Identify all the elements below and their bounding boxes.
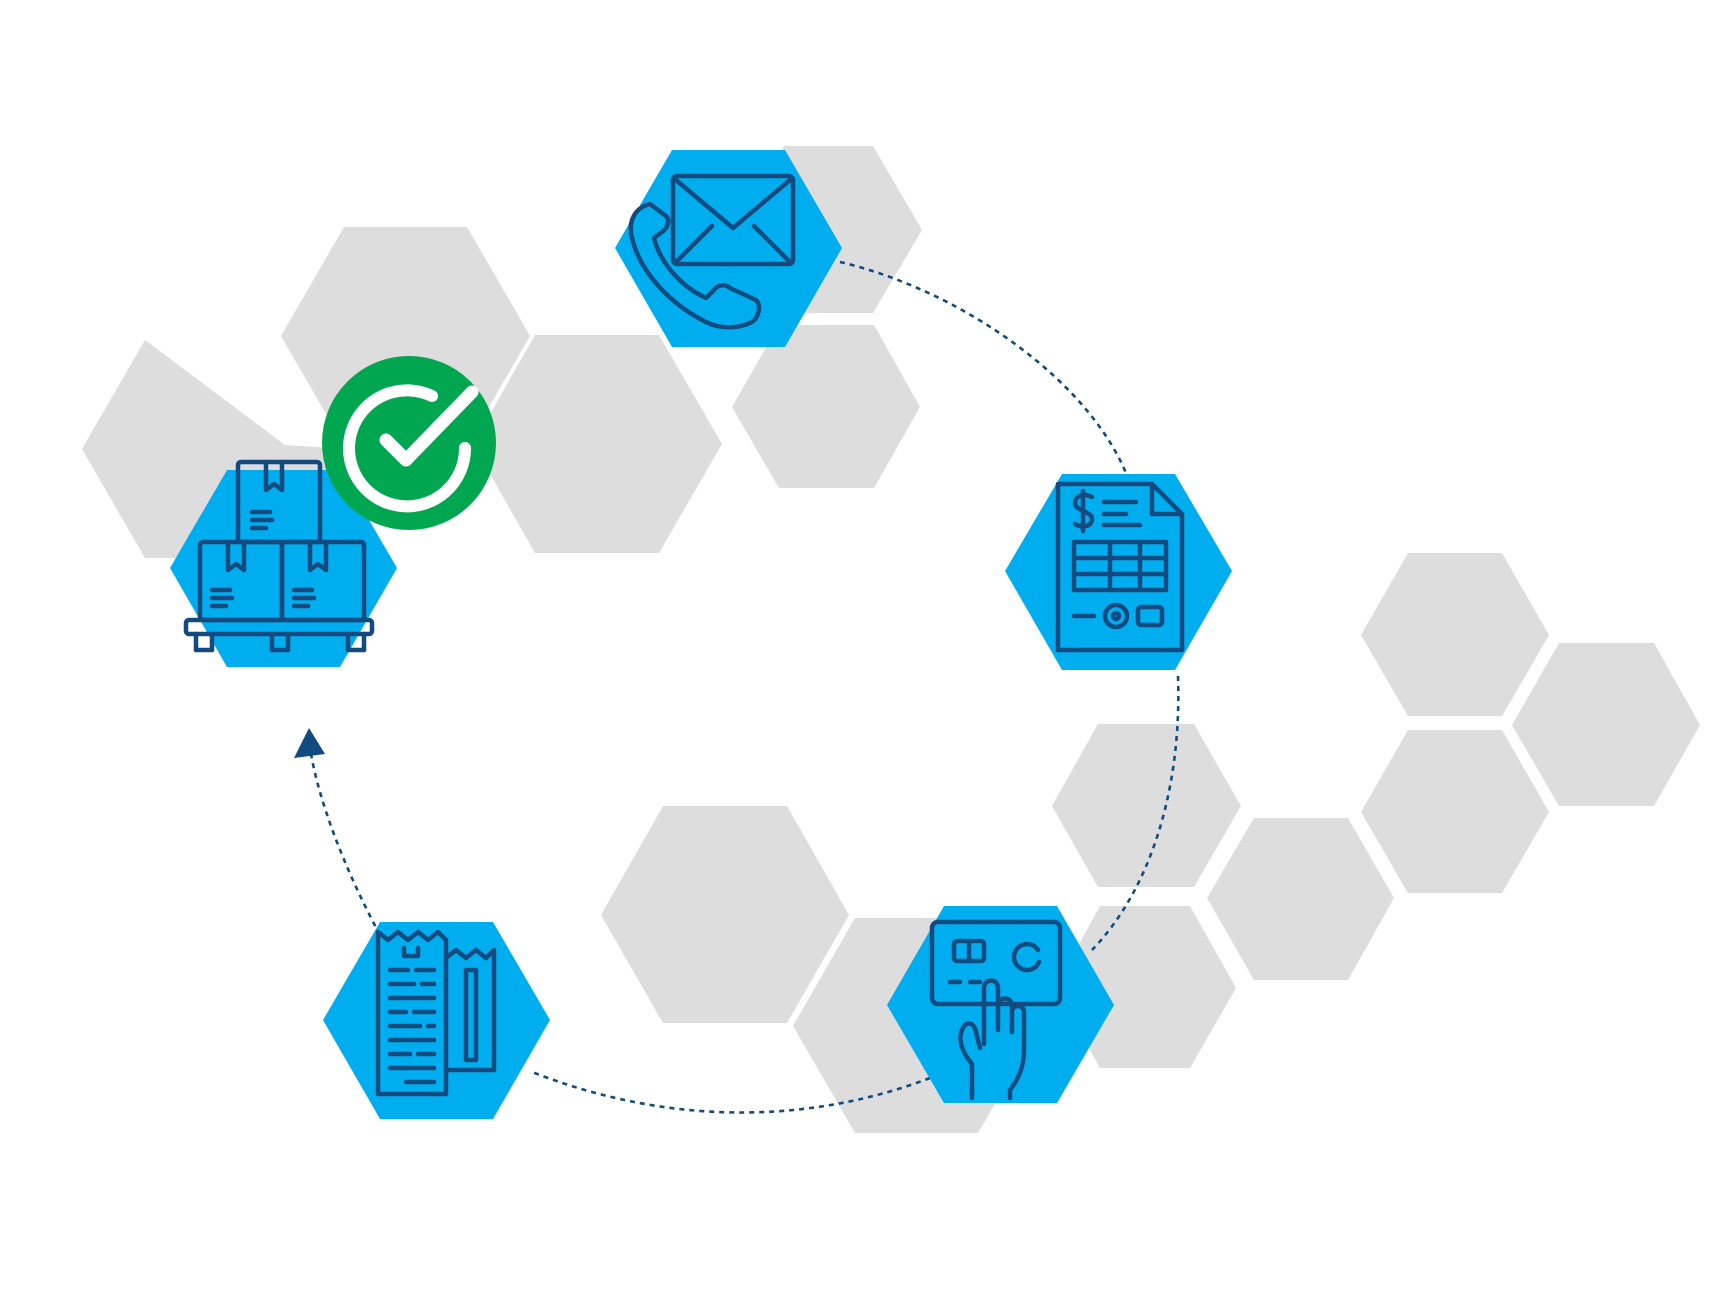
flow-connector: [294, 260, 1180, 1114]
pallet-boxes-icon: [183, 459, 375, 653]
step-contact: [615, 150, 842, 347]
bg-hexagon: [1052, 724, 1241, 887]
connector-contact-to-invoice: [839, 260, 1130, 479]
bg-hexagon: [1361, 553, 1549, 716]
step-receipt: [323, 922, 550, 1119]
bg-hexagon: [601, 806, 849, 1023]
receipt-icon: [375, 929, 497, 1097]
connector-receipt-to-delivery: [308, 747, 382, 936]
check-ring: [343, 384, 472, 513]
connector-payment-to-receipt: [531, 1070, 931, 1114]
step-hexagon: [323, 922, 550, 1119]
phone-envelope-icon: [628, 173, 796, 330]
step-payment: [887, 906, 1114, 1103]
checkmark-circle-icon: [322, 356, 496, 530]
bg-hexagon: [1512, 643, 1700, 806]
connector-invoice-to-payment: [1091, 675, 1180, 951]
check-mark: [379, 385, 479, 467]
step-delivery: [170, 356, 496, 667]
step-invoice: [1005, 474, 1232, 670]
bg-hexagon: [473, 335, 722, 553]
invoice-document-icon: [1055, 481, 1185, 653]
bg-hexagon: [1207, 818, 1394, 980]
bg-hexagon: [1361, 730, 1549, 893]
bg-hexagon: [732, 325, 920, 488]
credit-card-hand-icon: [929, 919, 1063, 1101]
connector-arrow-head-icon: [294, 728, 325, 758]
